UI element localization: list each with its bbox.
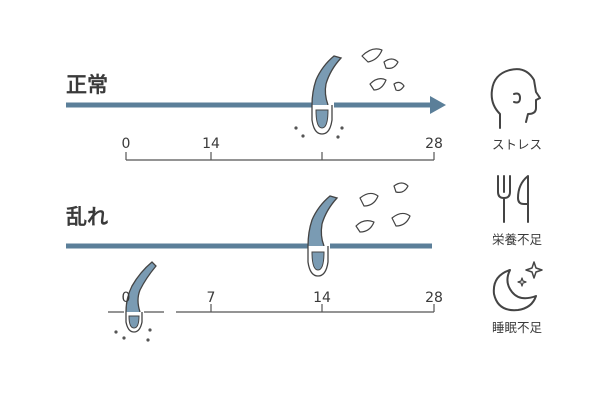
disordered-timeline: 0 7 14 28 xyxy=(122,290,443,313)
disordered-row: 乱れ xyxy=(66,182,443,342)
new-hair-sprout-icon xyxy=(108,261,164,342)
normal-arrow-head xyxy=(430,96,446,114)
normal-title: 正常 xyxy=(66,73,108,97)
normal-flakes-icon xyxy=(361,48,405,92)
normal-tick-0: 0 xyxy=(122,136,131,152)
disordered-tick-1: 7 xyxy=(207,290,216,306)
disordered-hair-follicle-icon xyxy=(307,195,339,277)
moon-stars-icon xyxy=(492,261,543,312)
fork-knife-icon xyxy=(497,175,529,223)
normal-tick-2: 28 xyxy=(425,136,443,152)
normal-tick-1: 14 xyxy=(202,136,220,152)
disordered-tick-2: 14 xyxy=(313,290,331,306)
normal-timeline: 0 14 28 xyxy=(122,136,443,161)
disordered-flakes-icon xyxy=(355,182,411,233)
disordered-tick-0: 0 xyxy=(122,290,131,306)
normal-hair-follicle-icon xyxy=(294,55,344,139)
normal-row: 正常 0 14 xyxy=(66,48,446,161)
head-profile-icon xyxy=(490,68,541,129)
cause-label-nutrition: 栄養不足 xyxy=(492,232,543,247)
disordered-title: 乱れ xyxy=(66,205,108,229)
causes-column: ストレス 栄養不足 睡眠不足 xyxy=(490,68,543,335)
cause-label-sleep: 睡眠不足 xyxy=(492,320,543,335)
cause-label-stress: ストレス xyxy=(492,137,542,152)
disordered-tick-3: 28 xyxy=(425,290,443,306)
